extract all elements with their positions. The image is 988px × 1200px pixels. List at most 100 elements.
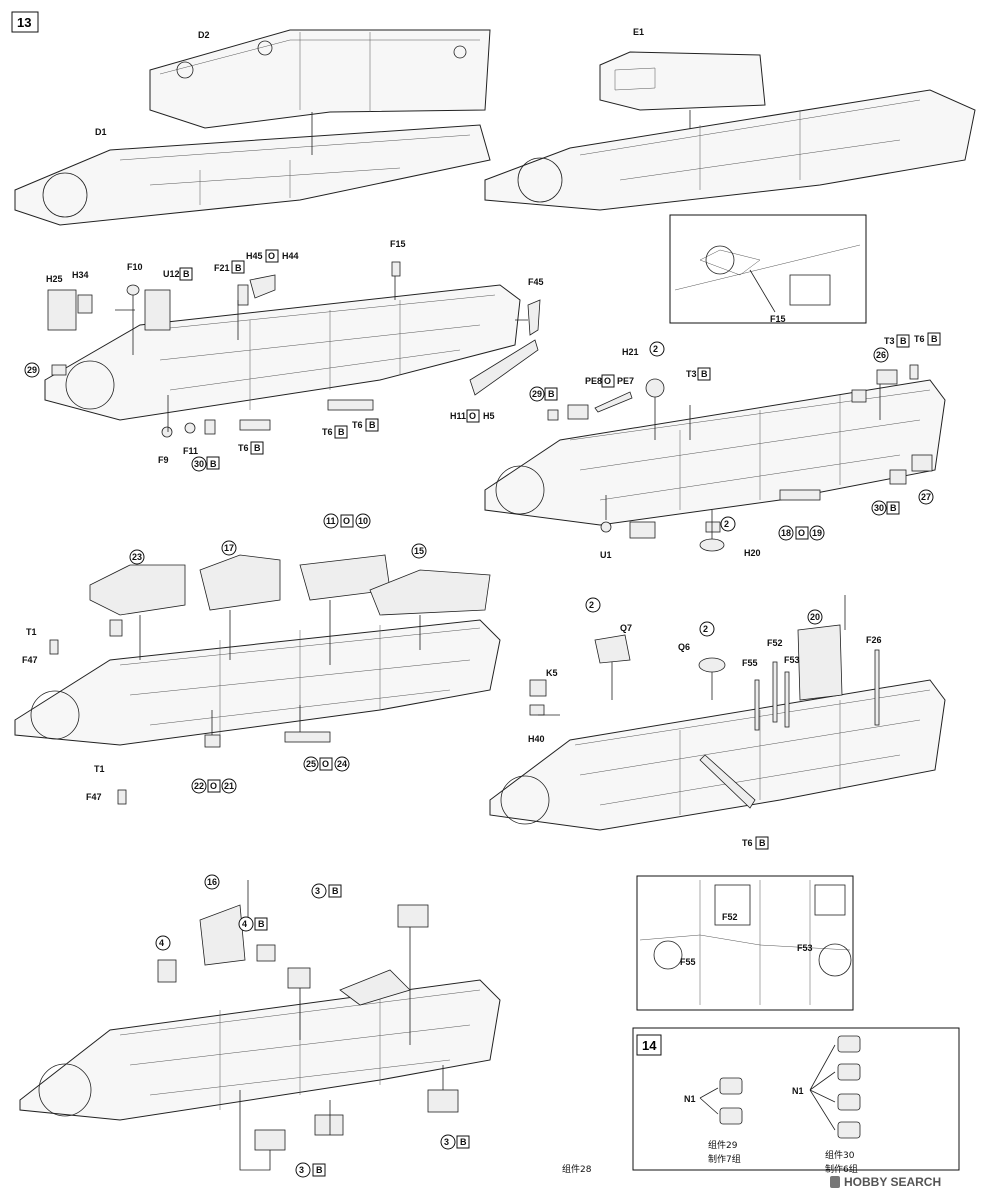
mat-t6-b: B [338, 427, 345, 437]
part-20-tower [797, 624, 843, 701]
label-d1: D1 [95, 127, 107, 137]
part-t6-rail [699, 754, 756, 809]
part-f10 [126, 284, 140, 296]
label-t3-b: T3 [884, 336, 895, 346]
label-f45: F45 [528, 277, 544, 287]
label-2-q6: 2 [703, 624, 708, 634]
part-f47-a [49, 639, 59, 655]
part-18-19 [779, 489, 821, 501]
label-f47-a: F47 [22, 655, 38, 665]
label-23: 23 [132, 552, 142, 562]
label-f15: F15 [390, 239, 406, 249]
label-h25: H25 [46, 274, 63, 284]
label-u12: U12 [163, 269, 180, 279]
mat-3-right: B [460, 1137, 467, 1147]
label-22: 22 [194, 781, 204, 791]
label-4-b: 4 [242, 919, 247, 929]
mat-t6-r: B [931, 334, 938, 344]
label-h40: H40 [528, 734, 545, 744]
label-2-a: 2 [653, 344, 658, 354]
part-17 [199, 554, 281, 611]
label-e1: E1 [633, 27, 644, 37]
label-17: 17 [224, 543, 234, 553]
label-h5: H5 [483, 411, 495, 421]
label-18: 18 [781, 528, 791, 538]
watermark-text: HOBBY SEARCH [844, 1175, 941, 1189]
mat-3-top: B [332, 886, 339, 896]
label-t6-q: T6 [742, 838, 753, 848]
label-2-q7: 2 [589, 600, 594, 610]
stage3-right-assembly: 2 Q7 2 Q6 20 K5 H40 F52 F53 F55 F26 T6 B [489, 595, 946, 850]
part-f53 [784, 671, 790, 728]
label-u1: U1 [600, 550, 612, 560]
part-turret-27 [911, 454, 933, 472]
label-10: 10 [358, 516, 368, 526]
label-d2: D2 [198, 30, 210, 40]
mat-t6-c: B [369, 420, 376, 430]
label-29: 29 [27, 365, 37, 375]
label-15: 15 [414, 546, 424, 556]
mat-o-18: O [798, 528, 805, 538]
label-20: 20 [810, 612, 820, 622]
label-26: 26 [876, 350, 886, 360]
inset-f15-detail: F15 [669, 214, 867, 324]
label-f26: F26 [866, 635, 882, 645]
label-q6: Q6 [678, 642, 690, 652]
part-3-turret-e [314, 1114, 344, 1136]
label-30: 30 [194, 459, 204, 469]
part-4-a [157, 959, 177, 983]
inset2-f52: F52 [722, 912, 738, 922]
part-f15 [391, 261, 401, 277]
label-f47-b: F47 [86, 792, 102, 802]
label-f11: F11 [183, 446, 198, 456]
part-29 [51, 364, 67, 376]
label-t6-r: T6 [914, 334, 925, 344]
label-3-right: 3 [444, 1137, 449, 1147]
step-14-number: 14 [642, 1038, 657, 1053]
mat-o-h45: O [268, 251, 275, 261]
caption-right-2: 制作6组 [825, 1163, 858, 1175]
inset2-f55: F55 [680, 957, 696, 967]
label-t3: T3 [686, 369, 697, 379]
inset-mast-detail: F52 F53 F55 [636, 875, 854, 1011]
part-pe8-pe7 [594, 391, 633, 413]
label-h20: H20 [744, 548, 761, 558]
stage2-right-assembly: 2 H21 PE8 O PE7 T3 B 29 B T3 B T6 B 26 2… [484, 332, 946, 560]
mat-t6-q: B [759, 838, 766, 848]
step-13-number: 13 [17, 15, 31, 30]
label-t1-a: T1 [26, 627, 37, 637]
part-3-turret-c [427, 1089, 459, 1113]
step-13-box [11, 11, 39, 33]
part-h21 [645, 378, 665, 398]
mat-t3: B [701, 369, 708, 379]
part-f55 [754, 679, 760, 731]
part-q6 [698, 657, 726, 673]
mat-o-pe: O [604, 376, 611, 386]
part-15 [369, 569, 491, 616]
part-h25 [47, 289, 77, 331]
stage1-left-deck-assembly: D2 D1 [14, 29, 491, 226]
mat-30: B [210, 459, 217, 469]
label-h45: H45 [246, 251, 263, 261]
part-u12 [144, 289, 171, 331]
part-4-b [256, 944, 276, 962]
label-11: 11 [326, 516, 336, 526]
mat-t6-a: B [254, 443, 261, 453]
stage3-left-assembly: 23 17 11 O 10 15 T1 F47 22 O 21 25 O 24 … [14, 513, 501, 805]
label-n1-right: N1 [792, 1086, 804, 1096]
label-f55: F55 [742, 658, 758, 668]
caption-left-1: 组件29 [708, 1139, 738, 1151]
step-14-panel: 14 N1 N1 组件29 制作7组 组件30 制作6组 [632, 1027, 960, 1175]
mat-3-bottom: B [316, 1165, 323, 1175]
stage4-final-assembly: 16 4 4 B 3 B 3 B 3 B 组件28 [19, 874, 592, 1178]
caption-right-1: 组件30 [825, 1149, 855, 1161]
part-u1 [600, 521, 612, 533]
label-16: 16 [207, 877, 217, 887]
part-f26 [874, 649, 880, 726]
label-f21: F21 [214, 263, 230, 273]
label-t1-b: T1 [94, 764, 105, 774]
part-k5 [529, 679, 547, 697]
label-h34: H34 [72, 270, 89, 280]
mat-o-22: O [210, 781, 217, 791]
